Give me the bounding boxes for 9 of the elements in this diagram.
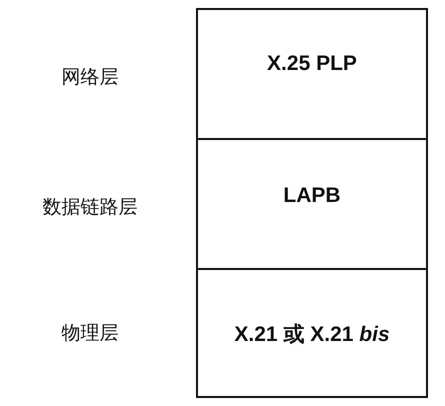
protocol-label: LAPB	[282, 184, 342, 208]
layer-name: 物理层	[60, 321, 120, 346]
layer-box	[196, 8, 428, 140]
layer-name: 网络层	[60, 65, 120, 90]
layer-name: 数据链路层	[42, 195, 138, 220]
protocol-label: X.25 PLP	[266, 52, 358, 76]
layer-box	[196, 138, 428, 270]
layer-box	[196, 268, 428, 398]
protocol-label: X.21 或 X.21 bis	[233, 322, 391, 348]
